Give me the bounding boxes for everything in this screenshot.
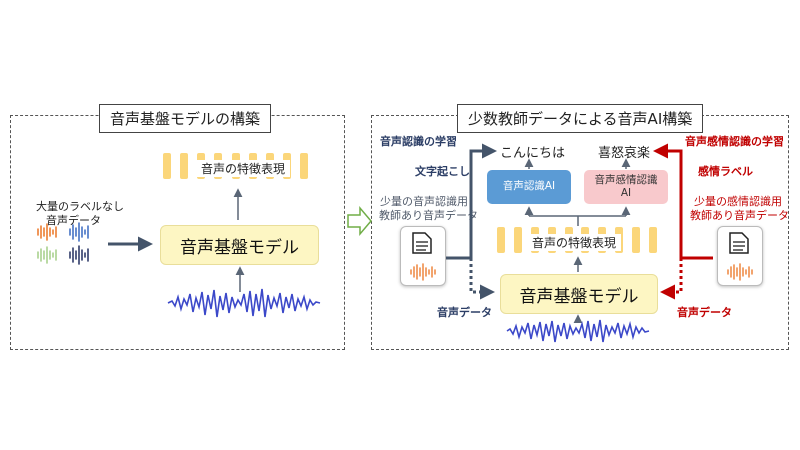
speech-doc-glyph [410,232,436,281]
emotion-ai-label-line1: 音声感情認識 [594,173,658,186]
feature-bar [513,227,522,253]
feature-bar [180,153,189,179]
audio-data-label-right: 音声データ [677,306,732,319]
speech-recognition-ai-box: 音声認識AI [487,170,571,204]
emotion-data-label-line1: 少量の感情認識用 [694,195,782,208]
audio-data-label-left: 音声データ [437,306,492,319]
emotion-recognition-ai-box: 音声感情認識 AI [584,170,668,204]
emotion-label-text: 感情ラベル [698,165,753,178]
left-panel-title: 音声基盤モデルの構築 [99,104,272,133]
left-waveform-path [167,288,321,318]
emotion-data-label-line2: 教師あり音声データ [690,209,789,222]
speech-learning-arrow [446,143,497,260]
emotion-output: 喜怒哀楽 [598,146,651,161]
right-panel-title: 少数教師データによる音声AI構築 [457,104,704,133]
right-waveform-path [506,319,650,343]
transfer-arrow-shape [347,205,372,237]
emotion-ai-label-line2: AI [620,187,632,199]
right-foundation-model: 音声基盤モデル [500,274,658,314]
audio-clip-waves [37,222,89,265]
speech-data-label-line1: 少量の音声認識用 [380,195,468,208]
speech-data-label-line2: 教師あり音声データ [379,209,478,222]
feature-bar [497,227,505,253]
feature-bar [300,153,308,179]
emotion-audio-dotted-arrow [660,258,683,300]
feature-bar [648,227,657,253]
emotion-doc-glyph [727,232,753,281]
speech-audio-dotted-arrow [469,258,495,300]
features-to-ai-branch [524,206,631,226]
left-foundation-model: 音声基盤モデル [160,225,319,265]
feature-bar [632,227,640,253]
left-features-label: 音声の特徴表現 [196,160,291,177]
unlabeled-data-label-line1: 大量のラベルなし [36,200,124,213]
speech-learning-title: 音声認識の学習 [380,135,457,148]
emotion-learning-arrow [653,143,713,260]
speech-recognition-ai-label: 音声認識AI [502,180,556,193]
transcription-label: 文字起こし [415,165,470,178]
right-features-label: 音声の特徴表現 [527,234,622,251]
feature-bar [163,153,171,179]
hello-output: こんにちは [500,146,566,161]
emotion-learning-title: 音声感情認識の学習 [685,135,784,148]
unlabeled-data-label-line2: 音声データ [46,214,101,227]
